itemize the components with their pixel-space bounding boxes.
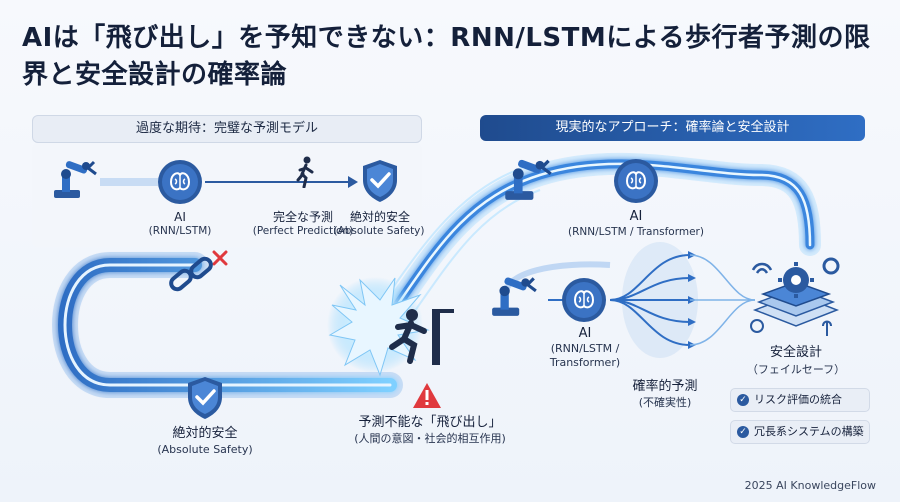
top-left-arrow <box>100 176 358 188</box>
energy-streak <box>369 152 821 346</box>
left-header: 過度な期待：完璧な予測モデル <box>32 115 422 143</box>
shield-check-icon <box>188 377 222 419</box>
walking-person-icon <box>296 156 314 188</box>
bottom-safety-label: 絶対的安全 <box>172 426 238 441</box>
burst-graphic <box>327 277 430 377</box>
brain-icon <box>158 160 202 204</box>
right-mid-ai-sub-2: Transformer) <box>549 356 621 369</box>
running-person-icon <box>389 309 454 365</box>
bottom-safety-sub: (Absolute Safety) <box>157 443 253 456</box>
left-panel <box>32 143 422 247</box>
probabilistic-sub: (不確実性) <box>638 396 692 409</box>
right-mid-ai-label: AI <box>578 326 592 341</box>
shield-check-icon <box>363 160 397 202</box>
prediction-label: 完全な予測 <box>272 210 333 224</box>
prediction-sub: (Perfect Prediction) <box>252 225 354 237</box>
robot-arm-icon <box>492 277 537 316</box>
tag-risk-assessment: ✓ リスク評価の統合 <box>730 388 870 412</box>
brain-icon <box>562 278 606 322</box>
probabilistic-label: 確率的予測 <box>632 379 698 394</box>
sudden-dash-label: 予測不能な「飛び出し」 <box>358 415 502 430</box>
tag-label: 冗長系システムの構築 <box>754 425 864 438</box>
footer-credit: 2025 AI KnowledgeFlow <box>744 479 876 492</box>
safety-system-icon <box>750 257 840 336</box>
left-ai-label: AI <box>174 210 186 224</box>
robot-arm-icon <box>54 160 97 198</box>
warning-icon <box>413 383 441 408</box>
left-tube <box>52 252 403 398</box>
tag-label: リスク評価の統合 <box>754 393 842 406</box>
robot-arm-icon <box>505 159 552 200</box>
brain-icon <box>614 159 658 203</box>
left-ai-sub: (RNN/LSTM) <box>148 225 212 237</box>
probability-fan <box>548 242 756 358</box>
check-icon: ✓ <box>737 426 749 438</box>
right-top-ai-sub: (RNN/LSTM / Transformer) <box>568 226 704 238</box>
sudden-dash-sub: (人間の意図・社会的相互作用) <box>354 432 506 445</box>
left-safety-label: 絶対的安全 <box>349 210 410 224</box>
safety-design-label: 安全設計 <box>769 345 822 360</box>
page-title: AIは「飛び出し」を予知できない：RNN/LSTMによる歩行者予測の限界と安全設… <box>22 23 871 90</box>
right-header: 現実的なアプローチ：確率論と安全設計 <box>480 115 865 141</box>
broken-chain-icon <box>169 250 228 292</box>
check-icon: ✓ <box>737 394 749 406</box>
right-top-ai-label: AI <box>629 209 643 224</box>
tag-redundant-system: ✓ 冗長系システムの構築 <box>730 420 870 444</box>
left-safety-sub: (Absolute Safety) <box>333 225 425 237</box>
safety-design-sub: （フェイルセーフ） <box>746 363 846 376</box>
right-mid-ai-sub-1: (RNN/LSTM / <box>550 342 620 355</box>
